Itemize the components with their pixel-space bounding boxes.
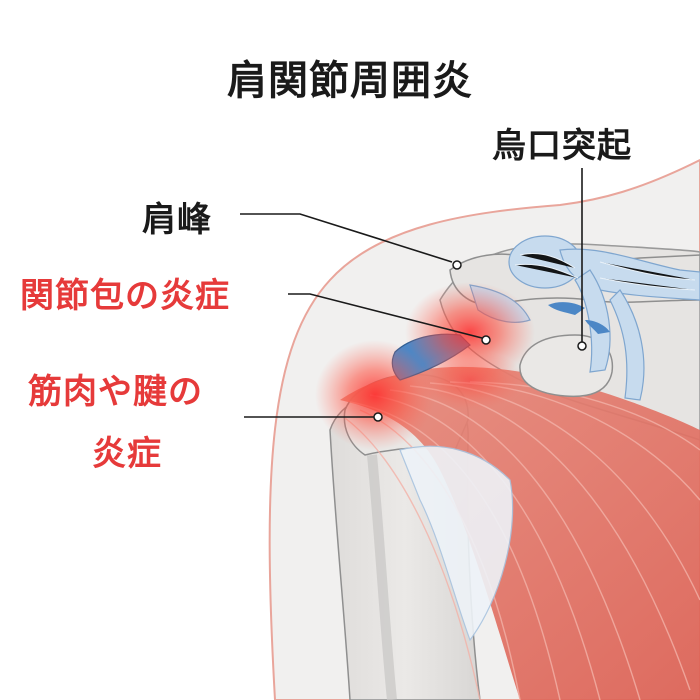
- label-coracoid-process: 烏口突起: [492, 126, 632, 166]
- label-muscle-tendon-inflammation: 筋肉や腱の: [28, 372, 203, 412]
- label-muscle-tendon-inflammation-line2: 炎症: [92, 434, 162, 474]
- muscle-inflammation-glow: [315, 340, 435, 450]
- muscle-pointer-dot: [373, 412, 383, 422]
- fascia-tissue: [399, 445, 514, 642]
- label-acromion: 肩峰: [142, 200, 212, 240]
- acromion-leader-line: [240, 213, 453, 263]
- label-joint-capsule-inflammation: 関節包の炎症: [20, 276, 230, 316]
- leader-lines: [240, 168, 583, 418]
- capsule-pointer-dot: [481, 335, 491, 345]
- diagram-title: 肩関節周囲炎: [227, 58, 473, 104]
- coracoid-bone: [519, 334, 614, 398]
- acromion-pointer-dot: [452, 260, 462, 270]
- capsule-leader-line: [288, 293, 483, 339]
- coracoid-pointer-dot: [577, 341, 587, 351]
- cartilage-small: [548, 302, 585, 315]
